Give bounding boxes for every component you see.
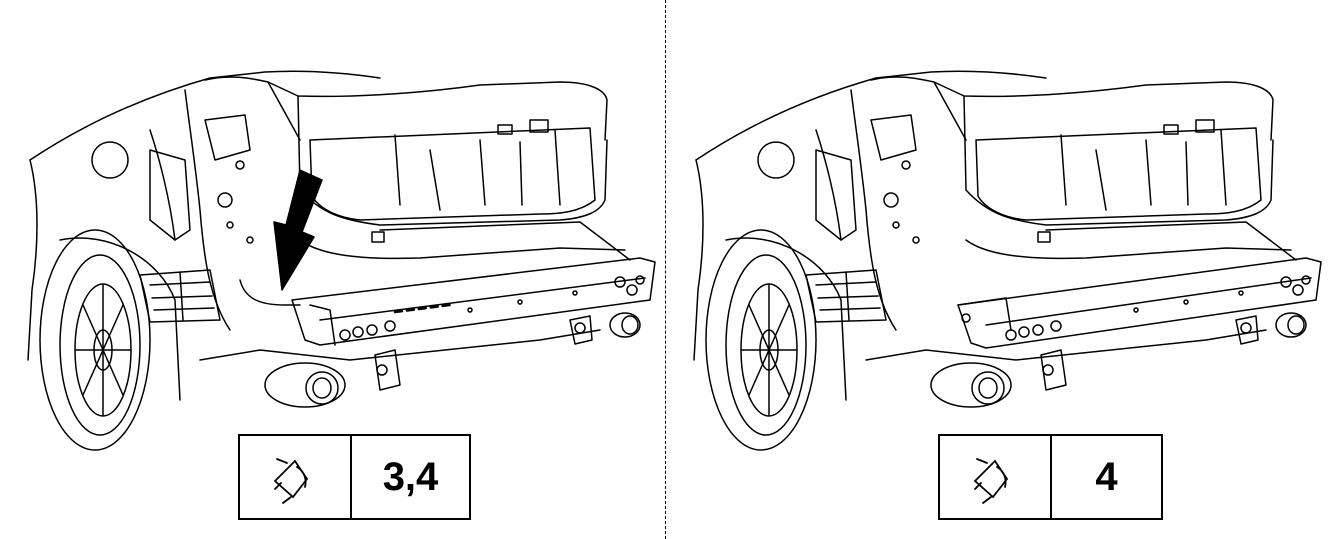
eye-cell [940,436,1052,518]
eye-view-icon [273,458,309,504]
bumper-reinforcement [957,257,1322,391]
car-body-outline [693,70,1307,451]
car-body-outline [27,70,641,451]
eye-cell [240,436,352,518]
rear-car-illustration-left [27,70,656,451]
reference-number: 3,4 [382,454,439,499]
reference-number: 4 [1095,454,1118,499]
eye-view-icon [973,458,1009,504]
panel-divider [665,0,666,539]
arrow-down-icon [273,169,323,291]
bumper-reinforcement [291,257,656,391]
rear-car-illustration-right [693,70,1322,451]
view-reference-box: 3,4 [238,434,471,520]
panel-right: 4 [666,0,1329,539]
panel-left: 3,4 [27,70,656,520]
view-reference-box: 4 [938,434,1163,520]
